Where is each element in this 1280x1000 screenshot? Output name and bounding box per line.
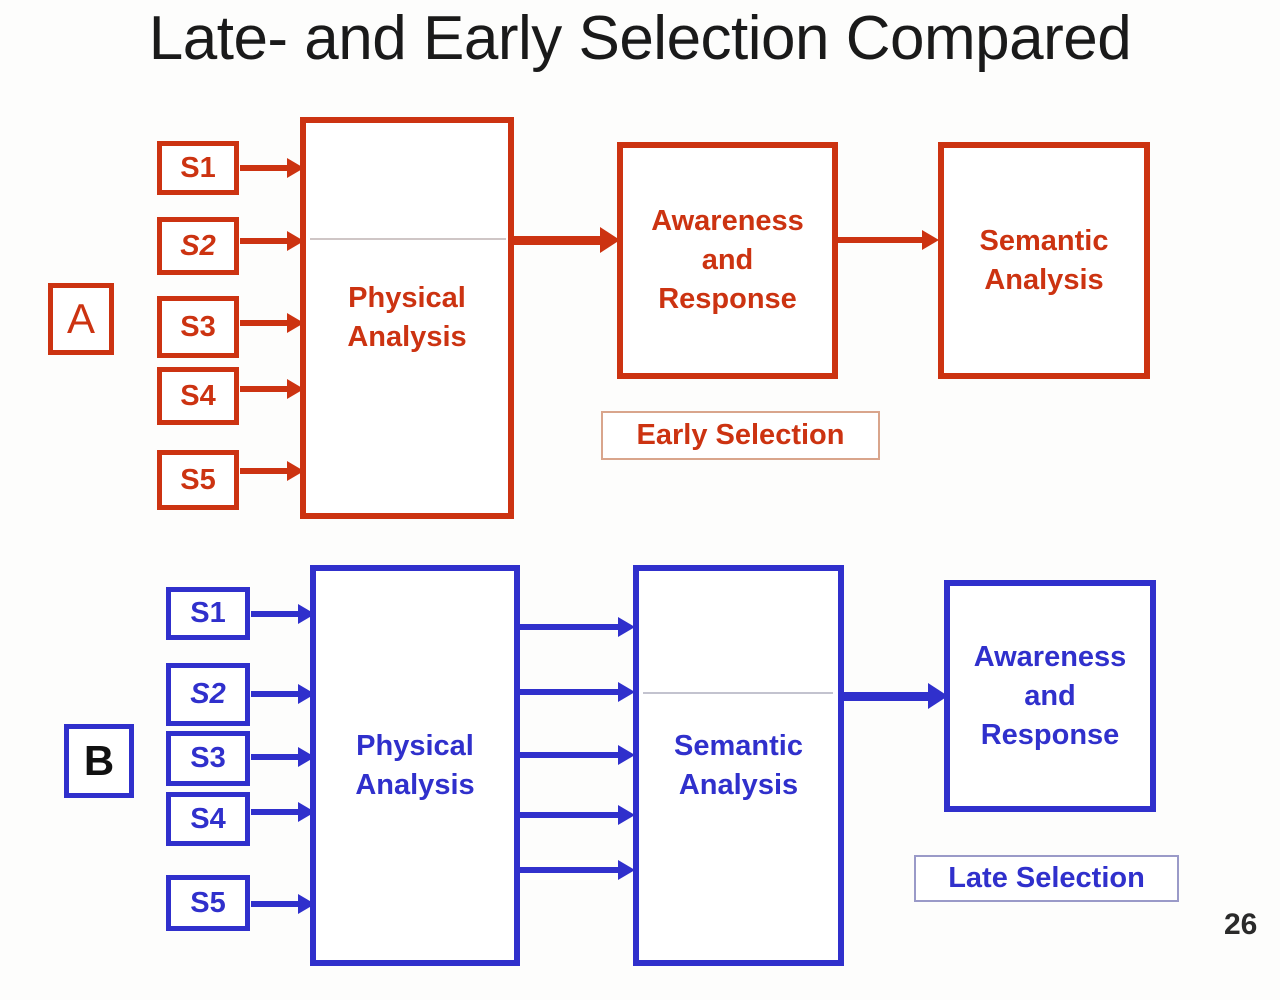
stimulus-label: S4: [180, 379, 216, 412]
process-box-b-awareness-and-response: Awareness and Response: [944, 580, 1156, 812]
stimulus-box-b-s4: S4: [166, 792, 250, 846]
stimulus-box-b-s5: S5: [166, 875, 250, 931]
panel-label-b-text: B: [83, 737, 115, 784]
stimulus-box-a-s3: S3: [157, 296, 239, 358]
arrow-shaft: [251, 754, 300, 760]
arrow-head: [600, 227, 620, 253]
arrow-head: [618, 617, 635, 637]
arrow-head: [287, 313, 304, 333]
stimulus-label: S3: [180, 310, 216, 343]
arrow-shaft: [240, 238, 289, 244]
stimulus-box-a-s1: S1: [157, 141, 239, 195]
process-box-label: Physical Analysis: [347, 282, 467, 353]
stimulus-box-a-s5: S5: [157, 450, 239, 510]
arrow-shaft: [519, 867, 620, 873]
panel-label-a: A: [48, 283, 114, 355]
arrow-shaft: [240, 386, 289, 392]
caption-late-selection: Late Selection: [914, 855, 1179, 902]
arrow-shaft: [240, 320, 289, 326]
process-box-label: Physical Analysis: [355, 729, 475, 801]
stimulus-box-a-s2: S2: [157, 217, 239, 275]
caption-early-selection: Early Selection: [601, 411, 880, 460]
faint-divider-line-b-semantic: [643, 692, 833, 694]
stimulus-label: S2: [190, 678, 226, 710]
arrow-shaft: [240, 468, 289, 474]
process-box-label: Awareness and Response: [651, 205, 804, 315]
arrow-head: [928, 683, 948, 709]
process-box-label: Awareness and Response: [973, 640, 1127, 751]
stimulus-label: S2: [180, 229, 216, 262]
arrow-shaft: [251, 809, 300, 815]
stimulus-box-b-s1: S1: [166, 587, 250, 640]
process-box-a-awareness-and-response: Awareness and Response: [617, 142, 838, 379]
arrow-shaft: [251, 691, 300, 697]
process-box-b-physical-analysis: Physical Analysis: [310, 565, 520, 966]
caption-text: Late Selection: [948, 862, 1145, 894]
arrow-shaft: [512, 236, 602, 245]
arrow-shaft: [240, 165, 289, 171]
process-box-b-semantic-analysis: Semantic Analysis: [633, 565, 844, 966]
arrow-head: [618, 745, 635, 765]
stimulus-box-b-s3: S3: [166, 731, 250, 786]
panel-label-a-text: A: [66, 295, 95, 342]
stimulus-label: S4: [190, 802, 226, 835]
process-box-label: Semantic Analysis: [674, 729, 803, 801]
stimulus-label: S5: [190, 886, 226, 919]
caption-text: Early Selection: [636, 419, 845, 451]
arrow-shaft: [519, 752, 620, 758]
page-number: 26: [1224, 908, 1258, 941]
stimulus-box-a-s4: S4: [157, 367, 239, 425]
arrow-shaft: [519, 689, 620, 695]
panel-label-b: B: [64, 724, 134, 798]
arrow-head: [287, 379, 304, 399]
stimulus-box-b-s2: S2: [166, 663, 250, 726]
arrow-shaft: [519, 624, 620, 630]
arrow-head: [618, 805, 635, 825]
arrow-shaft: [251, 611, 300, 617]
stimulus-label: S5: [180, 463, 216, 496]
arrow-head: [287, 461, 304, 481]
arrow-shaft: [836, 237, 925, 243]
page-title: Late- and Early Selection Compared: [148, 4, 1132, 73]
stimulus-label: S3: [190, 742, 226, 774]
arrow-head: [618, 860, 635, 880]
arrow-head: [922, 230, 939, 250]
process-box-label: Semantic Analysis: [979, 224, 1109, 296]
arrow-head: [287, 158, 304, 178]
arrow-shaft: [519, 812, 620, 818]
stimulus-label: S1: [180, 151, 216, 184]
stimulus-label: S1: [190, 597, 226, 629]
arrow-shaft: [251, 901, 300, 907]
arrow-head: [287, 231, 304, 251]
process-box-a-semantic-analysis: Semantic Analysis: [938, 142, 1150, 379]
arrow-shaft: [842, 692, 930, 701]
arrow-head: [618, 682, 635, 702]
process-box-a-physical-analysis: Physical Analysis: [300, 117, 514, 519]
faint-divider-line-a-physical: [310, 238, 506, 240]
